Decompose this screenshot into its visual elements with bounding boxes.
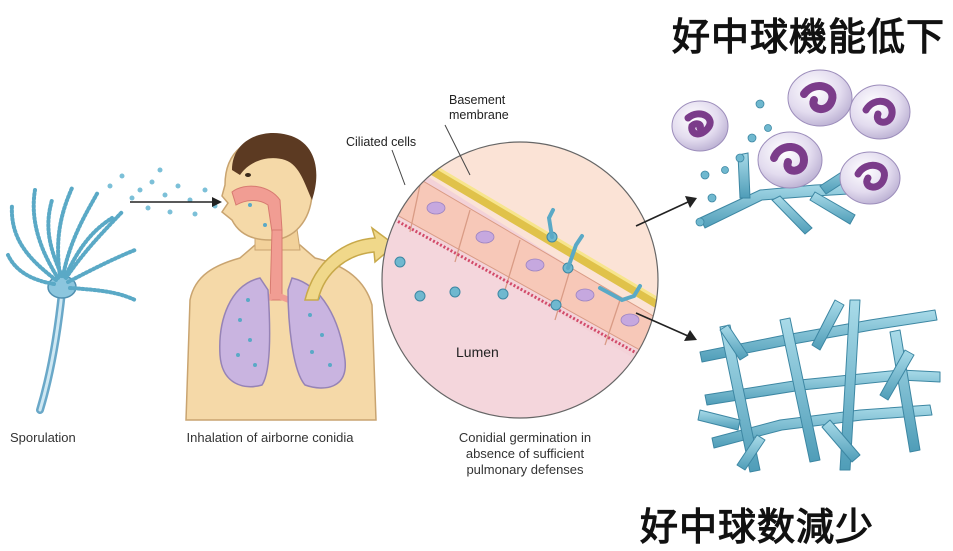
caption-germination-line2: absence of sufficient	[425, 446, 625, 462]
caption-inhalation: Inhalation of airborne conidia	[170, 430, 370, 446]
label-lumen: Lumen	[456, 345, 499, 360]
label-basement-membrane: Basement membrane	[449, 93, 509, 123]
title-neutrophil-dysfunction: 好中球機能低下	[672, 6, 945, 61]
hyphal-network	[698, 300, 940, 472]
human-figure	[186, 133, 376, 420]
caption-sporulation: Sporulation	[10, 430, 76, 446]
caption-germination: Conidial germination in absence of suffi…	[425, 430, 625, 478]
airway-zoom-circle	[370, 125, 670, 440]
title-neutropenia: 好中球数減少	[640, 496, 874, 551]
label-basement-line1: Basement	[449, 93, 509, 108]
label-ciliated-cells: Ciliated cells	[346, 135, 416, 150]
label-basement-line2: membrane	[449, 108, 509, 123]
neutrophils-cluster	[672, 70, 910, 234]
caption-germination-line3: pulmonary defenses	[425, 462, 625, 478]
arrow-to-neutrophils	[636, 202, 688, 226]
caption-germination-line1: Conidial germination in	[425, 430, 625, 446]
airborne-conidia	[108, 168, 218, 217]
